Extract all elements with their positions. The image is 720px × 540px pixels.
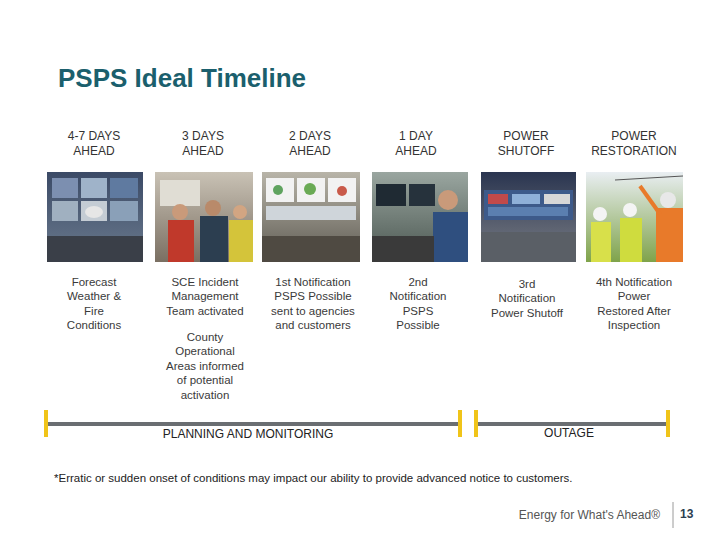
phase-label: OUTAGE — [541, 426, 597, 441]
photo-operator-desk — [372, 172, 468, 262]
photo-incident-team — [155, 172, 253, 262]
step-description: 2nd Notification PSPS Possible — [381, 275, 455, 333]
step-heading: 4-7 DAYS AHEAD — [61, 129, 127, 159]
footer-divider — [673, 502, 674, 528]
step-description: SCE Incident Management Team activated — [159, 275, 251, 318]
photo-field-crew — [586, 172, 683, 262]
step-heading: 1 DAY AHEAD — [383, 129, 449, 159]
step-description: 1st Notification PSPS Possible sent to a… — [264, 275, 362, 333]
footnote: *Erratic or sudden onset of conditions m… — [54, 471, 694, 485]
phase-label: PLANNING AND MONITORING — [160, 427, 336, 442]
photo-forecast-boards — [262, 172, 360, 262]
step-heading: POWER SHUTOFF — [486, 129, 566, 159]
step-description: Forecast Weather & Fire Conditions — [61, 275, 127, 333]
step-heading: POWER RESTORATION — [586, 129, 682, 159]
photo-weather-room — [47, 172, 143, 262]
step-heading: 2 DAYS AHEAD — [277, 129, 343, 159]
photo-control-room — [481, 172, 576, 262]
step-description: County Operational Areas informed of pot… — [160, 330, 250, 402]
footer-tagline: Energy for What's Ahead® — [385, 508, 660, 523]
step-heading: 3 DAYS AHEAD — [170, 129, 236, 159]
step-description: 3rd Notification Power Shutoff — [490, 277, 564, 320]
page-number: 13 — [680, 507, 710, 522]
slide-title: PSPS Ideal Timeline — [58, 62, 306, 95]
step-description: 4th Notification Power Restored After In… — [593, 275, 675, 333]
